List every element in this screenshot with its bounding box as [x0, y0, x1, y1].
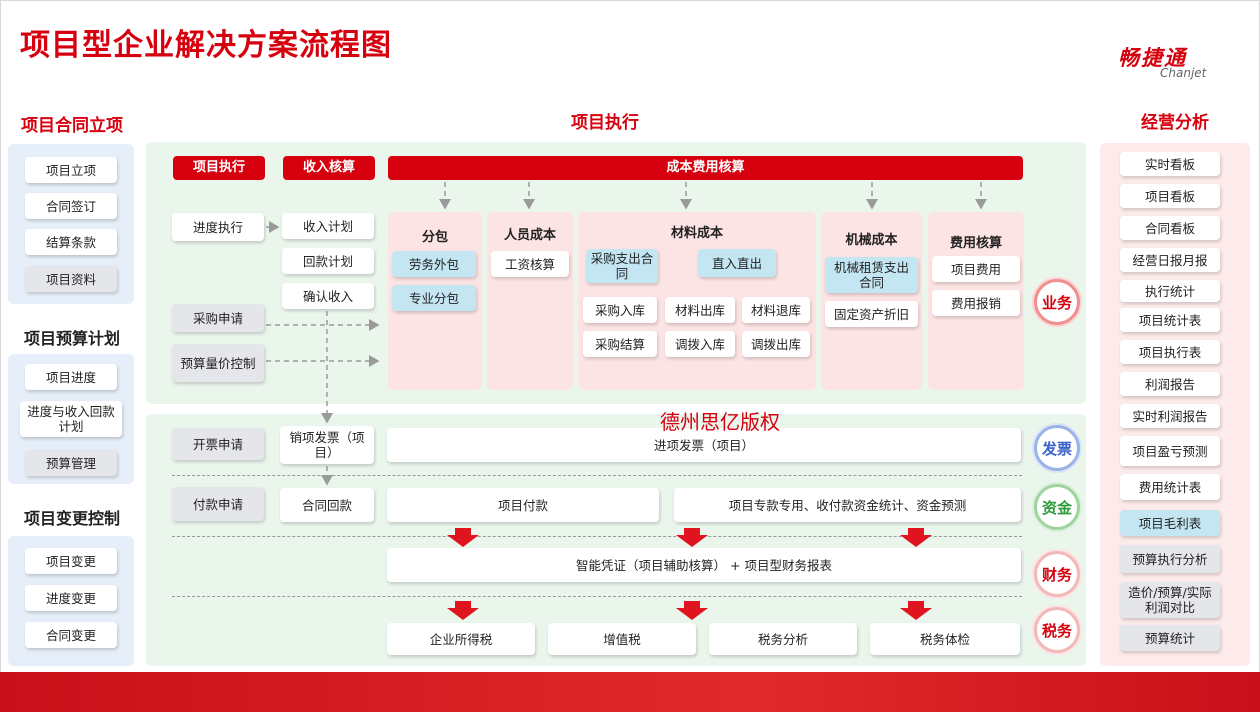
- section-title-analysis: 经营分析: [1141, 113, 1209, 133]
- item-progress-change[interactable]: 进度变更: [25, 585, 117, 611]
- section-title-execution: 项目执行: [571, 113, 639, 133]
- item-sales-invoice[interactable]: 销项发票（项目）: [280, 426, 374, 464]
- item-transfer-inbound[interactable]: 调拨入库: [665, 331, 735, 357]
- item-income-plan[interactable]: 收入计划: [282, 213, 374, 239]
- item-budget-price-control[interactable]: 预算量价控制: [172, 344, 264, 382]
- red-arrows: [447, 528, 932, 620]
- item-payment-plan[interactable]: 回款计划: [282, 248, 374, 274]
- item-tax-checkup[interactable]: 税务体检: [870, 623, 1020, 655]
- item-vat[interactable]: 增值税: [548, 623, 696, 655]
- item-cost-profit-compare[interactable]: 造价/预算/实际利润对比: [1120, 582, 1220, 618]
- divider-2: [172, 536, 1022, 537]
- item-settlement-terms[interactable]: 结算条款: [25, 229, 117, 255]
- item-progress-execution[interactable]: 进度执行: [172, 213, 264, 241]
- item-expense-reimburse[interactable]: 费用报销: [932, 290, 1020, 316]
- brand-logo-en: Chanjet: [1160, 66, 1207, 80]
- title-expense: 费用核算: [949, 236, 1002, 251]
- item-fixed-asset-depr[interactable]: 固定资产折旧: [825, 301, 918, 327]
- item-budget-exec-analysis[interactable]: 预算执行分析: [1120, 545, 1220, 573]
- bar-project-execution: 项目执行: [173, 156, 265, 180]
- item-contract-collection[interactable]: 合同回款: [280, 488, 374, 522]
- item-machine-lease[interactable]: 机械租赁支出合同: [825, 257, 918, 293]
- item-gross-margin[interactable]: 项目毛利表: [1120, 510, 1220, 536]
- item-realtime-profit[interactable]: 实时利润报告: [1120, 404, 1220, 428]
- item-purchase-inbound[interactable]: 采购入库: [583, 297, 657, 323]
- item-budget-stats[interactable]: 预算统计: [1120, 625, 1220, 651]
- item-project-board[interactable]: 项目看板: [1120, 184, 1220, 208]
- item-profit-report[interactable]: 利润报告: [1120, 372, 1220, 396]
- dashed-arrows: [266, 182, 987, 486]
- brand-logo: 畅捷通: [1118, 46, 1187, 70]
- label-fund: 资金: [1034, 484, 1080, 530]
- item-direct-in-out[interactable]: 直入直出: [698, 249, 776, 277]
- watermark-copyright: 德州思亿版权: [660, 410, 780, 434]
- label-tax: 税务: [1034, 607, 1080, 653]
- item-purchase-request[interactable]: 采购申请: [172, 304, 264, 332]
- item-project-expense[interactable]: 项目费用: [932, 256, 1020, 282]
- divider-3: [172, 596, 1022, 597]
- item-project-progress[interactable]: 项目进度: [25, 364, 117, 390]
- panel-labor: [487, 212, 573, 390]
- item-input-invoice[interactable]: 进项发票（项目）: [387, 428, 1021, 462]
- title-labor: 人员成本: [503, 228, 556, 243]
- label-invoice: 发票: [1034, 425, 1080, 471]
- item-fund-statistics[interactable]: 项目专款专用、收付款资金统计、资金预测: [674, 488, 1021, 522]
- item-project-change[interactable]: 项目变更: [25, 548, 117, 574]
- item-salary[interactable]: 工资核算: [491, 251, 569, 277]
- page-title: 项目型企业解决方案流程图: [20, 28, 392, 63]
- divider-1: [172, 475, 1022, 476]
- item-project-payment[interactable]: 项目付款: [387, 488, 659, 522]
- item-contract-board[interactable]: 合同看板: [1120, 216, 1220, 240]
- item-budget-mgmt[interactable]: 预算管理: [25, 450, 117, 476]
- item-purchase-settlement[interactable]: 采购结算: [583, 331, 657, 357]
- bar-income-accounting: 收入核算: [283, 156, 375, 180]
- item-confirm-income[interactable]: 确认收入: [282, 283, 374, 309]
- item-contract-sign[interactable]: 合同签订: [25, 193, 117, 219]
- item-tax-analysis[interactable]: 税务分析: [709, 623, 857, 655]
- section-title-budget: 项目预算计划: [23, 329, 120, 348]
- item-contract-change[interactable]: 合同变更: [25, 622, 117, 648]
- bottom-band: [0, 672, 1260, 712]
- item-material-return[interactable]: 材料退库: [742, 297, 810, 323]
- item-purchase-contract[interactable]: 采购支出合同: [586, 249, 658, 283]
- item-project-setup[interactable]: 项目立项: [25, 157, 117, 183]
- title-machine: 机械成本: [845, 233, 898, 248]
- item-corp-income-tax[interactable]: 企业所得税: [387, 623, 535, 655]
- section-title-change: 项目变更控制: [23, 509, 120, 528]
- item-invoice-apply[interactable]: 开票申请: [172, 428, 264, 460]
- title-subcontract: 分包: [421, 230, 448, 245]
- item-pro-subcontract[interactable]: 专业分包: [392, 285, 476, 311]
- item-material-outbound[interactable]: 材料出库: [665, 297, 735, 323]
- item-progress-income-plan[interactable]: 进度与收入回款计划: [20, 401, 122, 437]
- item-project-stats[interactable]: 项目统计表: [1120, 308, 1220, 332]
- item-project-exec-table[interactable]: 项目执行表: [1120, 340, 1220, 364]
- item-transfer-outbound[interactable]: 调拨出库: [742, 331, 810, 357]
- bar-cost-accounting: 成本费用核算: [388, 156, 1023, 180]
- item-expense-stats[interactable]: 费用统计表: [1120, 474, 1220, 500]
- item-payment-apply[interactable]: 付款申请: [172, 487, 264, 521]
- item-realtime-board[interactable]: 实时看板: [1120, 152, 1220, 176]
- section-title-contract: 项目合同立项: [21, 116, 123, 136]
- label-finance: 财务: [1034, 551, 1080, 597]
- item-labor-outsource[interactable]: 劳务外包: [392, 251, 476, 277]
- item-pl-forecast[interactable]: 项目盈亏预测: [1120, 436, 1220, 466]
- item-smart-voucher[interactable]: 智能凭证（项目辅助核算） + 项目型财务报表: [387, 548, 1021, 582]
- title-material: 材料成本: [670, 226, 723, 241]
- label-business: 业务: [1034, 279, 1080, 325]
- item-project-docs[interactable]: 项目资料: [25, 266, 117, 292]
- item-exec-stats[interactable]: 执行统计: [1120, 280, 1220, 302]
- item-daily-monthly-report[interactable]: 经营日报月报: [1120, 248, 1220, 272]
